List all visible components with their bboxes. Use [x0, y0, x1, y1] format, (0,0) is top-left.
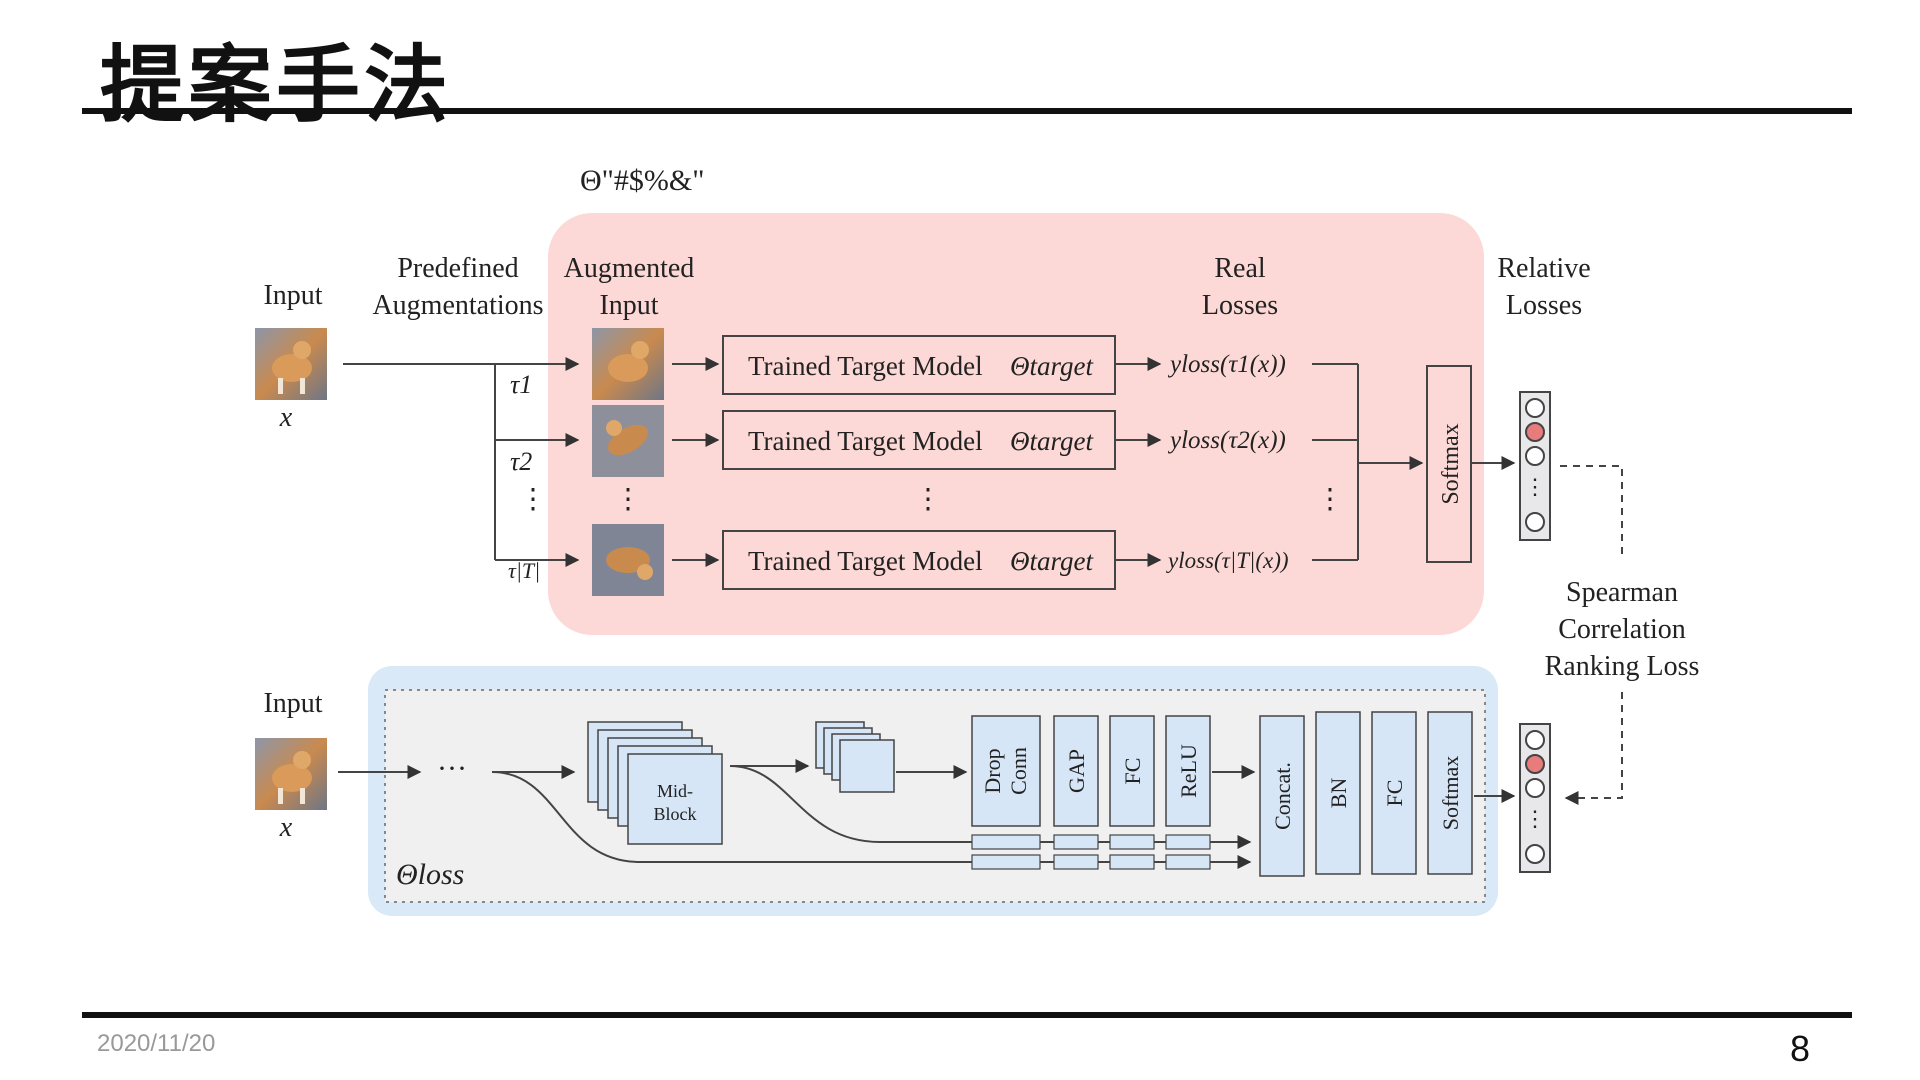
spearman-label-2: Correlation	[1558, 614, 1686, 645]
svg-text:Softmax: Softmax	[1438, 756, 1463, 831]
loss-last: yloss(τ|T|(x))	[1166, 548, 1289, 573]
svg-text:Trained Target Model: Trained Target Model	[748, 351, 983, 381]
svg-text:Concat.: Concat.	[1270, 762, 1295, 830]
svg-text:Θtarget: Θtarget	[1010, 546, 1094, 576]
svg-text:FC: FC	[1120, 758, 1145, 785]
page-number: 8	[1790, 1028, 1811, 1069]
vdots-augmented: ⋮	[614, 484, 642, 515]
real-losses-label-1: Real	[1214, 253, 1266, 284]
fc-block: FC	[1109, 715, 1155, 827]
tau-last: τ|T|	[508, 558, 540, 583]
tau-2: τ2	[510, 447, 532, 476]
spearman-label-1: Spearman	[1566, 577, 1678, 608]
mid-block-stack: Mid- Block	[587, 721, 723, 845]
predefined-label-1: Predefined	[397, 253, 518, 284]
svg-text:FC: FC	[1382, 780, 1407, 807]
relative-losses-label-2: Losses	[1506, 290, 1582, 321]
bottom-input-var: x	[279, 812, 293, 843]
fc2-block: FC	[1371, 711, 1417, 875]
slide-date: 2020/11/20	[97, 1030, 216, 1057]
svg-text:Trained Target Model: Trained Target Model	[748, 426, 983, 456]
svg-text:Mid-: Mid-	[657, 781, 693, 801]
augmented-label-1: Augmented	[564, 253, 695, 284]
theta-header: Θ"#$%&"	[580, 164, 704, 197]
bottom-input-image	[255, 738, 327, 810]
svg-text:Softmax: Softmax	[1438, 423, 1464, 504]
augmented-image-1	[592, 328, 664, 400]
top-input-label: Input	[263, 280, 322, 311]
theta-loss: Θloss	[396, 858, 464, 891]
relative-loss-vector-bottom: ⋮	[1519, 723, 1551, 873]
trained-model-box-1: Trained Target Model Θtarget	[722, 335, 1116, 395]
augmented-image-2	[592, 405, 664, 477]
spearman-label-3: Ranking Loss	[1545, 651, 1700, 682]
svg-text:⋮: ⋮	[1524, 474, 1546, 499]
vdots-tau: ⋮	[519, 484, 547, 515]
predefined-label-2: Augmentations	[372, 290, 543, 321]
bottom-input-label: Input	[263, 688, 322, 719]
slide-title: 提案手法	[100, 36, 453, 134]
svg-text:Trained Target Model: Trained Target Model	[748, 546, 983, 576]
real-losses-label-2: Losses	[1202, 290, 1278, 321]
top-input-image	[255, 328, 327, 400]
trained-model-box-last: Trained Target Model Θtarget	[722, 530, 1116, 590]
svg-text:BN: BN	[1326, 778, 1351, 809]
relative-loss-vector-top: ⋮	[1519, 391, 1551, 541]
tau-1: τ1	[510, 370, 532, 399]
loss-2: yloss(τ2(x))	[1167, 427, 1286, 454]
top-input-var: x	[279, 402, 293, 433]
svg-text:Θtarget: Θtarget	[1010, 351, 1094, 381]
augmented-label-2: Input	[599, 290, 658, 321]
svg-text:Block: Block	[654, 804, 697, 824]
augmented-image-last	[592, 524, 664, 596]
vdots-losses: ⋮	[1316, 484, 1344, 515]
feature-map-stack	[815, 721, 895, 793]
svg-text:ReLU: ReLU	[1176, 744, 1201, 798]
loss-1: yloss(τ1(x))	[1167, 351, 1286, 378]
trained-model-box-2: Trained Target Model Θtarget	[722, 410, 1116, 470]
branch-bars	[971, 834, 1211, 870]
softmax-bottom-block: Softmax	[1427, 711, 1473, 875]
svg-text:Drop: Drop	[980, 748, 1005, 793]
concat-block: Concat.	[1259, 715, 1305, 877]
svg-text:Conn: Conn	[1006, 747, 1031, 795]
target-model-region	[548, 213, 1484, 635]
relu-block: ReLU	[1165, 715, 1211, 827]
vdots-models: ⋮	[914, 484, 942, 515]
relative-losses-label-1: Relative	[1497, 253, 1590, 284]
drop-conn-block: Drop Conn	[971, 715, 1041, 827]
bottom-ellipsis: ···	[437, 752, 467, 785]
bottom-rule	[82, 1012, 1852, 1018]
gap-block: GAP	[1053, 715, 1099, 827]
top-rule	[82, 108, 1852, 114]
svg-text:⋮: ⋮	[1524, 806, 1546, 831]
svg-text:GAP: GAP	[1064, 749, 1089, 793]
bn-block: BN	[1315, 711, 1361, 875]
svg-text:Θtarget: Θtarget	[1010, 426, 1094, 456]
